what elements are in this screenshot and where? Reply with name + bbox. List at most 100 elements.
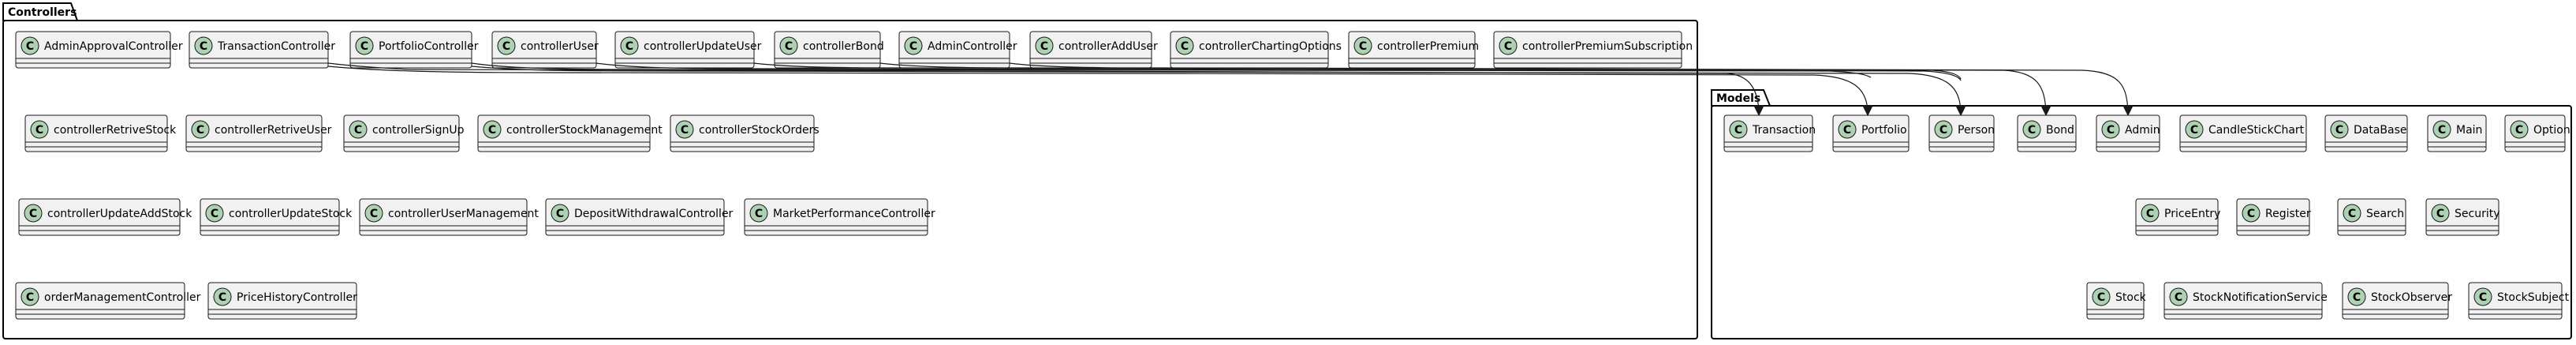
class-badge-letter: C (2335, 124, 2343, 137)
class-badge-letter: C (26, 40, 34, 53)
class-badge-letter: C (2479, 291, 2487, 304)
class-name: controllerStockManagement (506, 124, 663, 137)
class-box[interactable]: C Transaction (1723, 114, 1816, 152)
class-badge-icon (2343, 204, 2361, 223)
class-box[interactable]: C controllerUserManagement (359, 198, 539, 236)
class-box[interactable]: C controllerBond (774, 31, 884, 69)
package-title: Controllers (8, 6, 77, 19)
class-badge-letter: C (2515, 124, 2523, 137)
class-box[interactable]: C DataBase (2324, 114, 2408, 152)
class-badge-letter: C (1040, 40, 1048, 53)
class-box[interactable]: C Portfolio (1832, 114, 1910, 152)
class-name: controllerUpdateAddStock (47, 208, 192, 220)
class-box[interactable]: C MarketPerformanceController (744, 198, 935, 236)
class-badge-letter: C (2097, 291, 2105, 304)
class-box[interactable]: C controllerStockOrders (670, 114, 819, 152)
class-box[interactable]: C controllerPremiumSubscription (1493, 31, 1693, 69)
class-badge-letter: C (2175, 291, 2182, 304)
class-box[interactable]: C StockObserver (2342, 282, 2452, 320)
class-name: Portfolio (1861, 124, 1907, 137)
class-badge-icon (483, 120, 502, 139)
class-box[interactable]: C controllerUpdateAddStock (18, 198, 192, 236)
class-box[interactable]: C Admin (2096, 114, 2160, 152)
class-badge-icon (2432, 120, 2451, 139)
class-badge-icon (620, 36, 639, 55)
class-badge-icon (2185, 120, 2204, 139)
class-badge-icon (1729, 120, 1748, 139)
class-name: PriceHistoryController (237, 291, 357, 304)
class-badge-icon (191, 120, 210, 139)
class-badge-icon (364, 204, 383, 223)
relation-arrow (327, 66, 1873, 117)
class-box[interactable]: C Bond (2017, 114, 2077, 152)
class-badge-icon (205, 204, 224, 223)
class-box[interactable]: C Main (2427, 114, 2487, 152)
class-box[interactable]: C controllerRetriveUser (185, 114, 332, 152)
class-box[interactable]: C Option (2504, 114, 2570, 152)
class-badge-letter: C (1939, 124, 1947, 137)
class-badge-letter: C (488, 124, 496, 137)
class-badge-letter: C (502, 40, 510, 53)
class-box[interactable]: C PortfolioController (349, 31, 479, 69)
class-box[interactable]: C controllerStockManagement (477, 114, 663, 152)
class-box[interactable]: C controllerChartingOptions (1170, 31, 1342, 69)
class-name: AdminApprovalController (44, 40, 183, 53)
class-badge-icon (1838, 120, 1857, 139)
relation-arrow (595, 62, 1962, 81)
class-name: controllerStockOrders (699, 124, 819, 137)
class-badge-letter: C (211, 208, 218, 220)
class-name: controllerPremiumSubscription (1522, 40, 1693, 53)
class-box[interactable]: C PriceHistoryController (207, 282, 357, 320)
class-box[interactable]: C Stock (2086, 282, 2147, 320)
class-box[interactable]: C controllerUpdateUser (614, 31, 762, 69)
class-box[interactable]: C AdminController (898, 31, 1017, 69)
class-badge-icon (213, 287, 232, 306)
class-name: Register (2265, 208, 2311, 220)
class-badge-icon (2330, 120, 2349, 139)
class-name: controllerUser (521, 40, 599, 53)
class-box[interactable]: C controllerUser (491, 31, 599, 69)
class-name: DataBase (2354, 124, 2407, 137)
class-name: controllerPremium (1377, 40, 1479, 53)
class-box[interactable]: C DepositWithdrawalController (545, 198, 734, 236)
class-box[interactable]: C controllerRetriveStock (24, 114, 177, 152)
class-badge-letter: C (29, 208, 37, 220)
class-box[interactable]: C Security (2425, 198, 2500, 236)
class-badge-icon (21, 287, 39, 306)
class-box[interactable]: C CandleStickChart (2179, 114, 2307, 152)
class-box[interactable]: C Register (2236, 198, 2311, 236)
class-box[interactable]: C PriceEntry (2135, 198, 2220, 236)
class-box[interactable]: C StockSubject (2468, 282, 2570, 320)
class-box[interactable]: C controllerSignUp (343, 114, 465, 152)
class-name: controllerChartingOptions (1199, 40, 1342, 53)
class-box[interactable]: C StockNotificationService (2163, 282, 2328, 320)
class-badge-letter: C (785, 40, 793, 53)
class-box[interactable]: C controllerPremium (1348, 31, 1479, 69)
class-badge-icon (1175, 36, 1194, 55)
class-badge-icon (1353, 36, 1372, 55)
class-box[interactable]: C Person (1928, 114, 1995, 152)
class-badge-icon (24, 204, 43, 223)
class-badge-letter: C (35, 124, 43, 137)
class-badge-icon (355, 36, 374, 55)
arrow-head-icon (1955, 105, 1966, 117)
class-badge-letter: C (26, 291, 34, 304)
class-box[interactable]: C controllerUpdateStock (200, 198, 353, 236)
class-badge-letter: C (1181, 40, 1189, 53)
class-badge-letter: C (2146, 208, 2154, 220)
class-box[interactable]: C TransactionController (189, 31, 335, 69)
class-box[interactable]: C controllerAddUser (1029, 31, 1158, 69)
class-name: TransactionController (217, 40, 335, 53)
class-badge-letter: C (2436, 208, 2444, 220)
class-badge-icon (904, 36, 923, 55)
class-name: StockNotificationService (2193, 291, 2328, 304)
class-box[interactable]: C orderManagementController (15, 282, 201, 320)
class-badge-icon (2141, 204, 2160, 223)
class-badge-icon (2169, 287, 2188, 306)
class-box[interactable]: C Search (2337, 198, 2406, 236)
class-badge-icon (2092, 287, 2111, 306)
class-badge-icon (1934, 120, 1953, 139)
class-box[interactable]: C AdminApprovalController (15, 31, 183, 69)
class-badge-letter: C (1734, 124, 1742, 137)
arrow-head-icon (1862, 105, 1873, 117)
